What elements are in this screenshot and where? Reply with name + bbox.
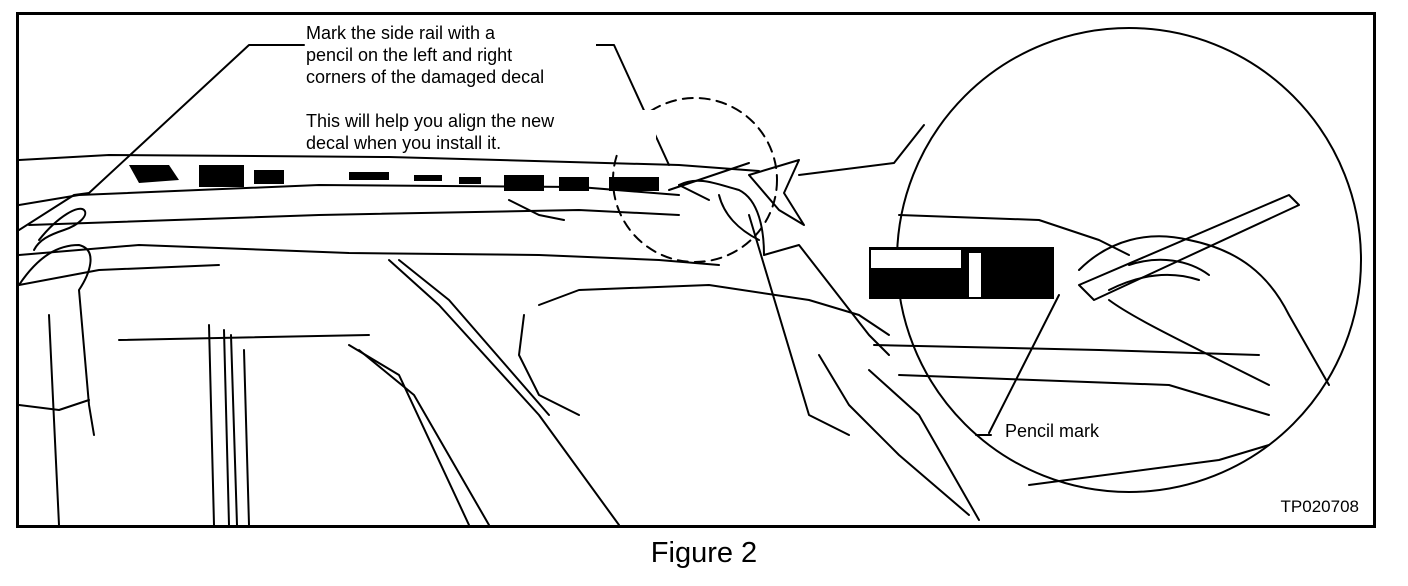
- callout-align-instruction: This will help you align the new decal w…: [306, 110, 656, 154]
- callout-mark-line: Mark the side rail with a: [306, 23, 496, 43]
- callout-align-line: decal when you install it.: [306, 133, 502, 153]
- right-hand-illustration: [668, 162, 890, 436]
- detail-area-circle: [612, 97, 778, 263]
- left-hand-illustration: [19, 192, 95, 436]
- vehicle-roof-illustration: [19, 27, 1362, 525]
- figure-code: TP020708: [1280, 497, 1359, 516]
- callout-mark-line: corners of the damaged decal: [306, 67, 545, 87]
- figure-caption: Figure 2: [650, 537, 758, 569]
- magnified-detail: [869, 27, 1362, 493]
- vehicle-body-lines: [19, 244, 980, 525]
- figure-frame: Mark the side rail with a pencil on the …: [16, 12, 1376, 528]
- callout-mark-instruction: Mark the side rail with a pencil on the …: [306, 22, 596, 88]
- pencil-mark-label: Pencil mark: [1005, 421, 1100, 441]
- magnify-connector: [748, 159, 805, 226]
- callout-mark-line: pencil on the left and right: [306, 45, 513, 65]
- damaged-decal: [129, 165, 659, 191]
- callout-leader-left: [88, 44, 305, 194]
- callout-align-line: This will help you align the new: [306, 111, 555, 131]
